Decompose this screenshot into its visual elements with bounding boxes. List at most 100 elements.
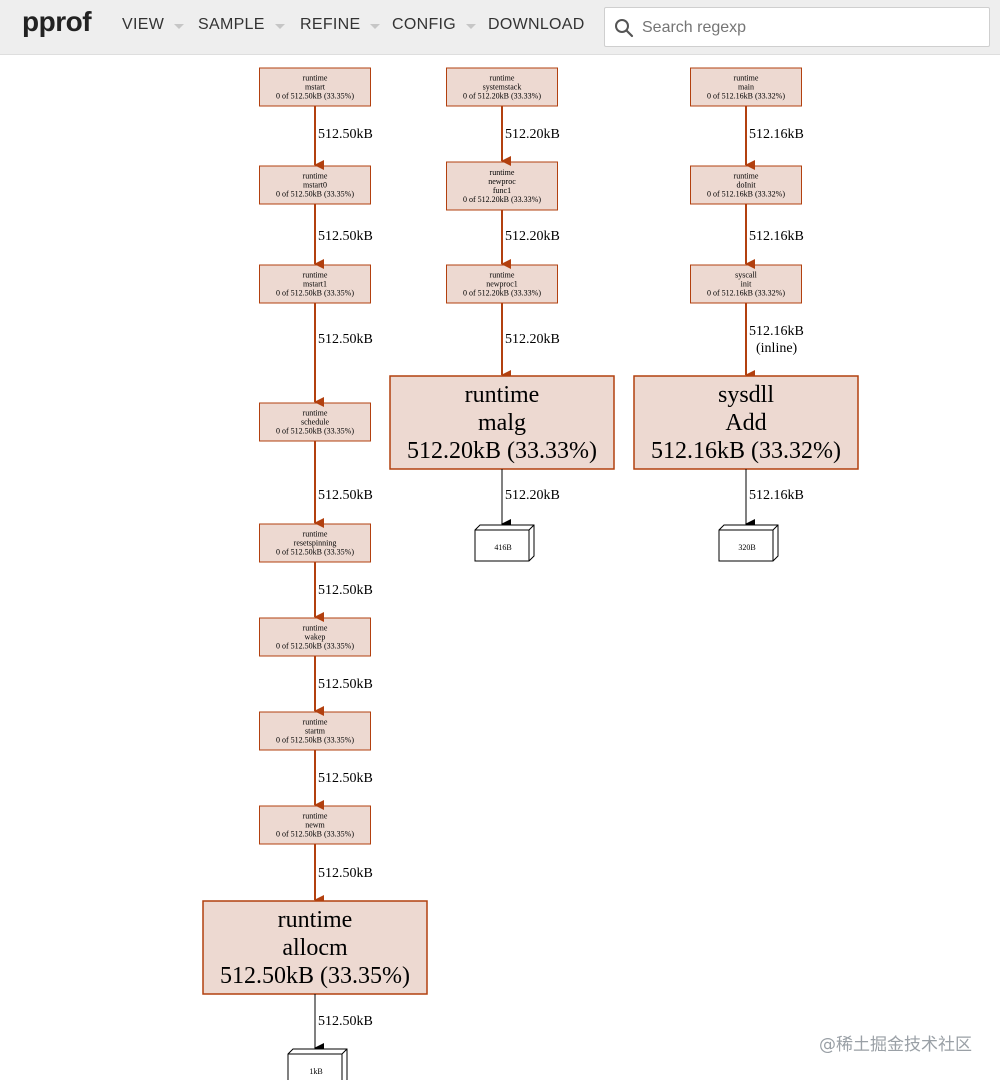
node-label: 0 of 512.16kB (33.32%) xyxy=(707,190,785,199)
node-label: newproc xyxy=(488,177,516,186)
node-mid-0[interactable] xyxy=(446,67,558,107)
node-label: schedule xyxy=(301,418,329,427)
search-box[interactable] xyxy=(604,7,990,48)
node-label: 512.50kB (33.35%) xyxy=(220,963,410,989)
node-left-1[interactable] xyxy=(259,165,371,205)
node-left-3[interactable] xyxy=(259,402,371,442)
node-label: 0 of 512.20kB (33.33%) xyxy=(463,289,541,298)
node-label: runtime xyxy=(490,74,515,83)
node-label: 0 of 512.20kB (33.33%) xyxy=(463,92,541,101)
leaf-label: 320B xyxy=(738,543,755,552)
edge-label: 512.50kB xyxy=(318,677,373,692)
node-label: mstart0 xyxy=(303,181,327,190)
node-label: runtime xyxy=(490,271,515,280)
node-label: newm xyxy=(305,821,325,830)
node-label: 0 of 512.50kB (33.35%) xyxy=(276,427,354,436)
edge-label: 512.20kB xyxy=(505,229,560,244)
sample-menu-label: SAMPLE xyxy=(198,16,265,33)
node-label: mstart1 xyxy=(303,280,327,289)
node-left-6[interactable] xyxy=(259,711,371,751)
sample-menu[interactable]: SAMPLE xyxy=(198,16,285,34)
leaf-label: 1kB xyxy=(309,1067,322,1076)
node-label: systemstack xyxy=(483,83,522,92)
node-label: syscall xyxy=(735,271,758,280)
node-label: mstart xyxy=(305,83,326,92)
node-label: 0 of 512.50kB (33.35%) xyxy=(276,548,354,557)
node-label: runtime xyxy=(303,271,328,280)
download-menu[interactable]: DOWNLOAD xyxy=(488,16,585,34)
edge-label: 512.50kB xyxy=(318,229,373,244)
node-label: 0 of 512.16kB (33.32%) xyxy=(707,92,785,101)
node-label: runtime xyxy=(734,172,759,181)
leaf-label: 416B xyxy=(494,543,511,552)
node-label: runtime xyxy=(490,168,515,177)
edge-label: 512.16kB xyxy=(749,229,804,244)
inline-label: (inline) xyxy=(756,341,798,356)
node-label: init xyxy=(741,280,752,289)
node-label: 0 of 512.20kB (33.33%) xyxy=(463,195,541,204)
node-label: 512.20kB (33.33%) xyxy=(407,438,597,464)
node-label: sysdll xyxy=(718,382,774,408)
view-menu-label: VIEW xyxy=(122,16,165,33)
node-allocm[interactable] xyxy=(202,900,428,995)
node-label: malg xyxy=(478,410,526,436)
node-mid-2[interactable] xyxy=(446,264,558,304)
watermark: @稀土掘金技术社区 xyxy=(819,1035,972,1055)
leaf-right[interactable] xyxy=(718,524,779,562)
edge-label: 512.20kB xyxy=(505,488,560,503)
node-label: runtime xyxy=(465,382,540,408)
node-label: 512.16kB (33.32%) xyxy=(651,438,841,464)
edge-label: 512.16kB xyxy=(749,488,804,503)
node-label: newproc1 xyxy=(486,280,518,289)
config-menu[interactable]: CONFIG xyxy=(392,16,477,34)
node-label: runtime xyxy=(278,907,353,933)
node-mid-1[interactable] xyxy=(446,161,558,211)
node-label: runtime xyxy=(303,718,328,727)
edge-label: 512.50kB xyxy=(318,332,373,347)
refine-menu-label: REFINE xyxy=(300,16,361,33)
edge-label: 512.50kB xyxy=(318,583,373,598)
node-label: runtime xyxy=(734,74,759,83)
edge-label: 512.50kB xyxy=(318,771,373,786)
node-label: wakep xyxy=(305,633,326,642)
node-left-0[interactable] xyxy=(259,67,371,107)
edge-label: 512.20kB xyxy=(505,127,560,142)
config-menu-label: CONFIG xyxy=(392,16,457,33)
download-menu-label: DOWNLOAD xyxy=(488,16,585,33)
leaf-mid[interactable] xyxy=(474,524,535,562)
node-label: resetspinning xyxy=(294,539,337,548)
node-label: 0 of 512.16kB (33.32%) xyxy=(707,289,785,298)
node-left-2[interactable] xyxy=(259,264,371,304)
node-malg[interactable] xyxy=(389,375,615,470)
node-label: runtime xyxy=(303,409,328,418)
search-input[interactable] xyxy=(640,8,984,48)
node-label: runtime xyxy=(303,74,328,83)
edge-label: 512.50kB xyxy=(318,1014,373,1029)
node-right-0[interactable] xyxy=(690,67,802,107)
view-menu[interactable]: VIEW xyxy=(122,16,185,34)
search-icon xyxy=(615,19,634,38)
node-right-2[interactable] xyxy=(690,264,802,304)
node-label: runtime xyxy=(303,624,328,633)
node-right-1[interactable] xyxy=(690,165,802,205)
chevron-down-icon xyxy=(274,23,285,29)
node-label: 0 of 512.50kB (33.35%) xyxy=(276,830,354,839)
top-toolbar: pprof VIEW SAMPLE REFINE CONFIG DOWNLOAD xyxy=(0,0,1000,55)
node-label: Add xyxy=(725,410,766,436)
node-label: runtime xyxy=(303,812,328,821)
edge-label: 512.16kB xyxy=(749,127,804,142)
refine-menu[interactable]: REFINE xyxy=(300,16,381,34)
pprof-logo[interactable]: pprof xyxy=(22,6,92,37)
node-label: 0 of 512.50kB (33.35%) xyxy=(276,736,354,745)
node-label: func1 xyxy=(493,186,511,195)
leaf-edge xyxy=(475,524,535,561)
chevron-down-icon xyxy=(466,23,477,29)
node-sysdll-add[interactable] xyxy=(633,375,859,470)
node-label: 0 of 512.50kB (33.35%) xyxy=(276,92,354,101)
leaf-left[interactable] xyxy=(287,1048,348,1080)
node-label: 0 of 512.50kB (33.35%) xyxy=(276,289,354,298)
node-label: main xyxy=(738,83,754,92)
chevron-down-icon xyxy=(370,23,381,29)
node-left-5[interactable] xyxy=(259,617,371,657)
